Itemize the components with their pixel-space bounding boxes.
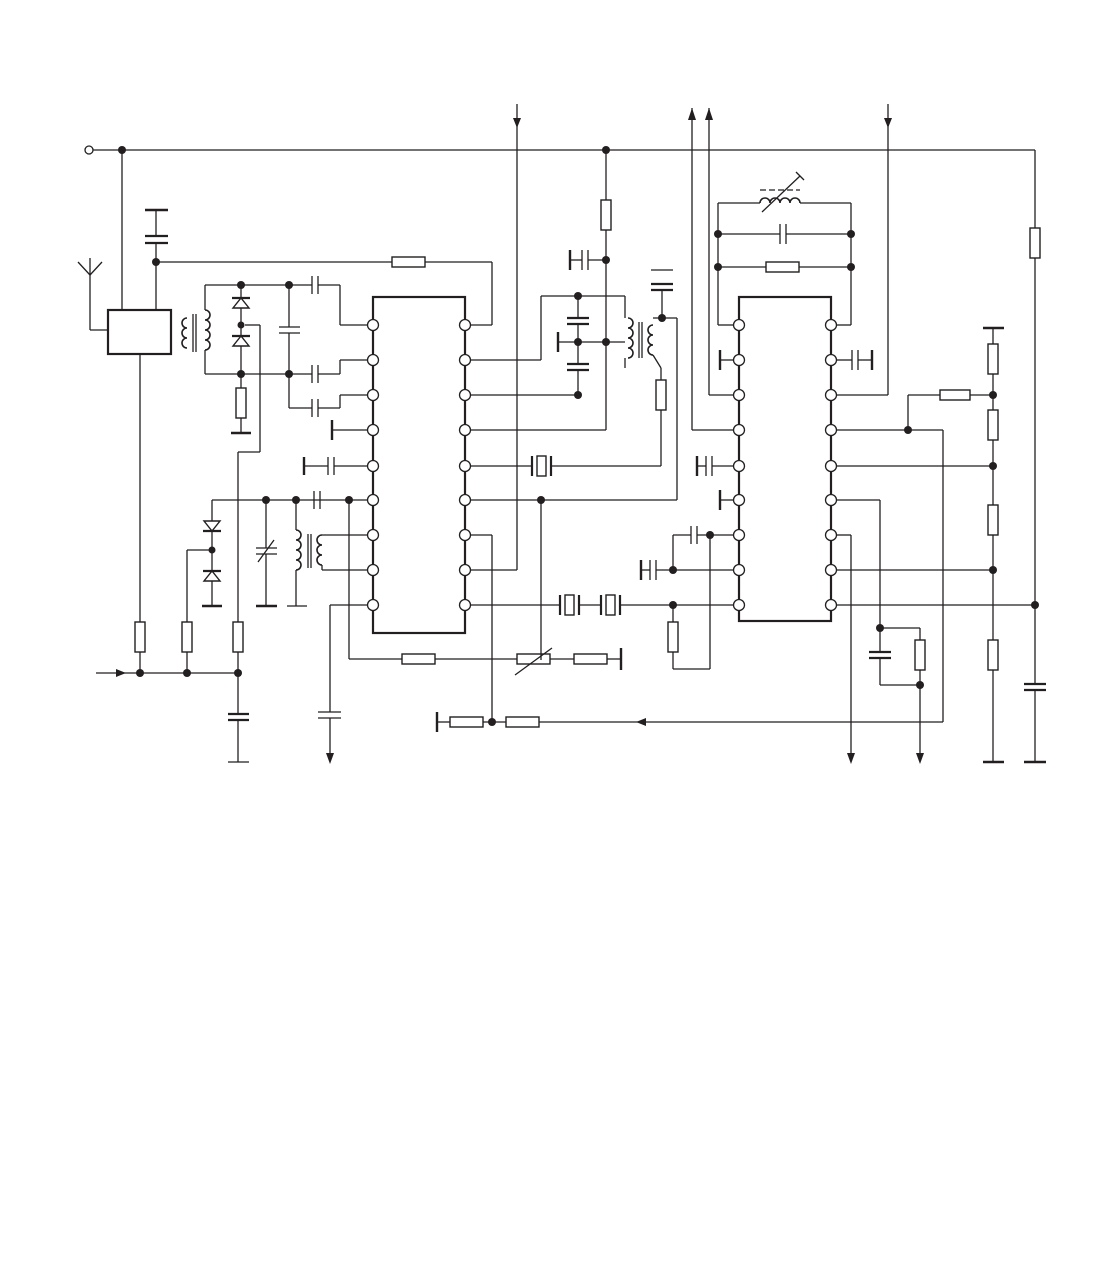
resistor-r7: [232, 621, 244, 653]
crystal-x1: [470, 455, 661, 477]
capacitor-c3: [311, 359, 368, 383]
output-arrow-top-1: [688, 108, 696, 120]
capacitor-c8: [695, 456, 734, 476]
resistor-r1: [134, 621, 146, 653]
trimmer-capacitor: [256, 500, 277, 608]
diode-pair-d1: [231, 285, 251, 374]
input-arrow-top: [513, 118, 521, 128]
ic-2: [732, 295, 838, 623]
resistor-r4: [181, 621, 193, 653]
capacitor-c5: [302, 457, 368, 475]
output-arrow-1: [326, 753, 334, 764]
capacitor-c10: [639, 560, 734, 580]
resistor-r8: [600, 199, 612, 231]
resistor-r15: [1029, 227, 1041, 259]
resistor-r10: [667, 621, 679, 653]
output-arrow-top-2: [705, 108, 713, 120]
resistor-r11: [449, 716, 484, 728]
input-arrow-top-2: [884, 118, 892, 128]
resistor-r13: [939, 389, 971, 401]
tuned-circuit: [714, 171, 855, 326]
transformer-t2: [287, 500, 323, 607]
resistor-r9: [655, 379, 667, 411]
crystal-x2: [558, 594, 581, 616]
supply-rail: [84, 145, 1036, 228]
diode-pair-d2: [202, 500, 222, 608]
capacitor-c1: [145, 208, 168, 310]
output-arrow-3: [847, 753, 855, 764]
supply-terminal: [84, 145, 94, 155]
antenna-icon: [77, 258, 108, 331]
crystal-x3: [599, 594, 622, 616]
output-arrow-2: [916, 753, 924, 764]
capacitor-c4: [311, 394, 368, 417]
ic-2-pins-left: [732, 318, 746, 612]
ic-2-pins-right: [824, 318, 838, 612]
ic-1-pins-right: [458, 318, 472, 612]
resistor-r12: [505, 716, 540, 728]
voltage-divider: [983, 326, 1004, 764]
potentiometer: [514, 500, 553, 676]
resistor-r5: [401, 653, 436, 665]
input-arrow: [116, 669, 126, 677]
transformer-t3: [624, 296, 654, 368]
tuner-module: [106, 308, 173, 356]
capacitor-c6: [313, 491, 321, 509]
ic-1: [366, 295, 472, 635]
capacitor-c2: [311, 276, 368, 326]
capacitor-c9: [672, 526, 734, 570]
resistor-r2: [391, 256, 426, 268]
capacitor-c7: [568, 250, 606, 270]
transformer-t1: [181, 285, 211, 374]
ic-1-pins-left: [366, 318, 380, 612]
resistor-r14: [914, 639, 926, 671]
resistor-r6: [573, 653, 608, 665]
resistor-r3: [235, 387, 247, 419]
capacitor-c11: [837, 350, 874, 370]
